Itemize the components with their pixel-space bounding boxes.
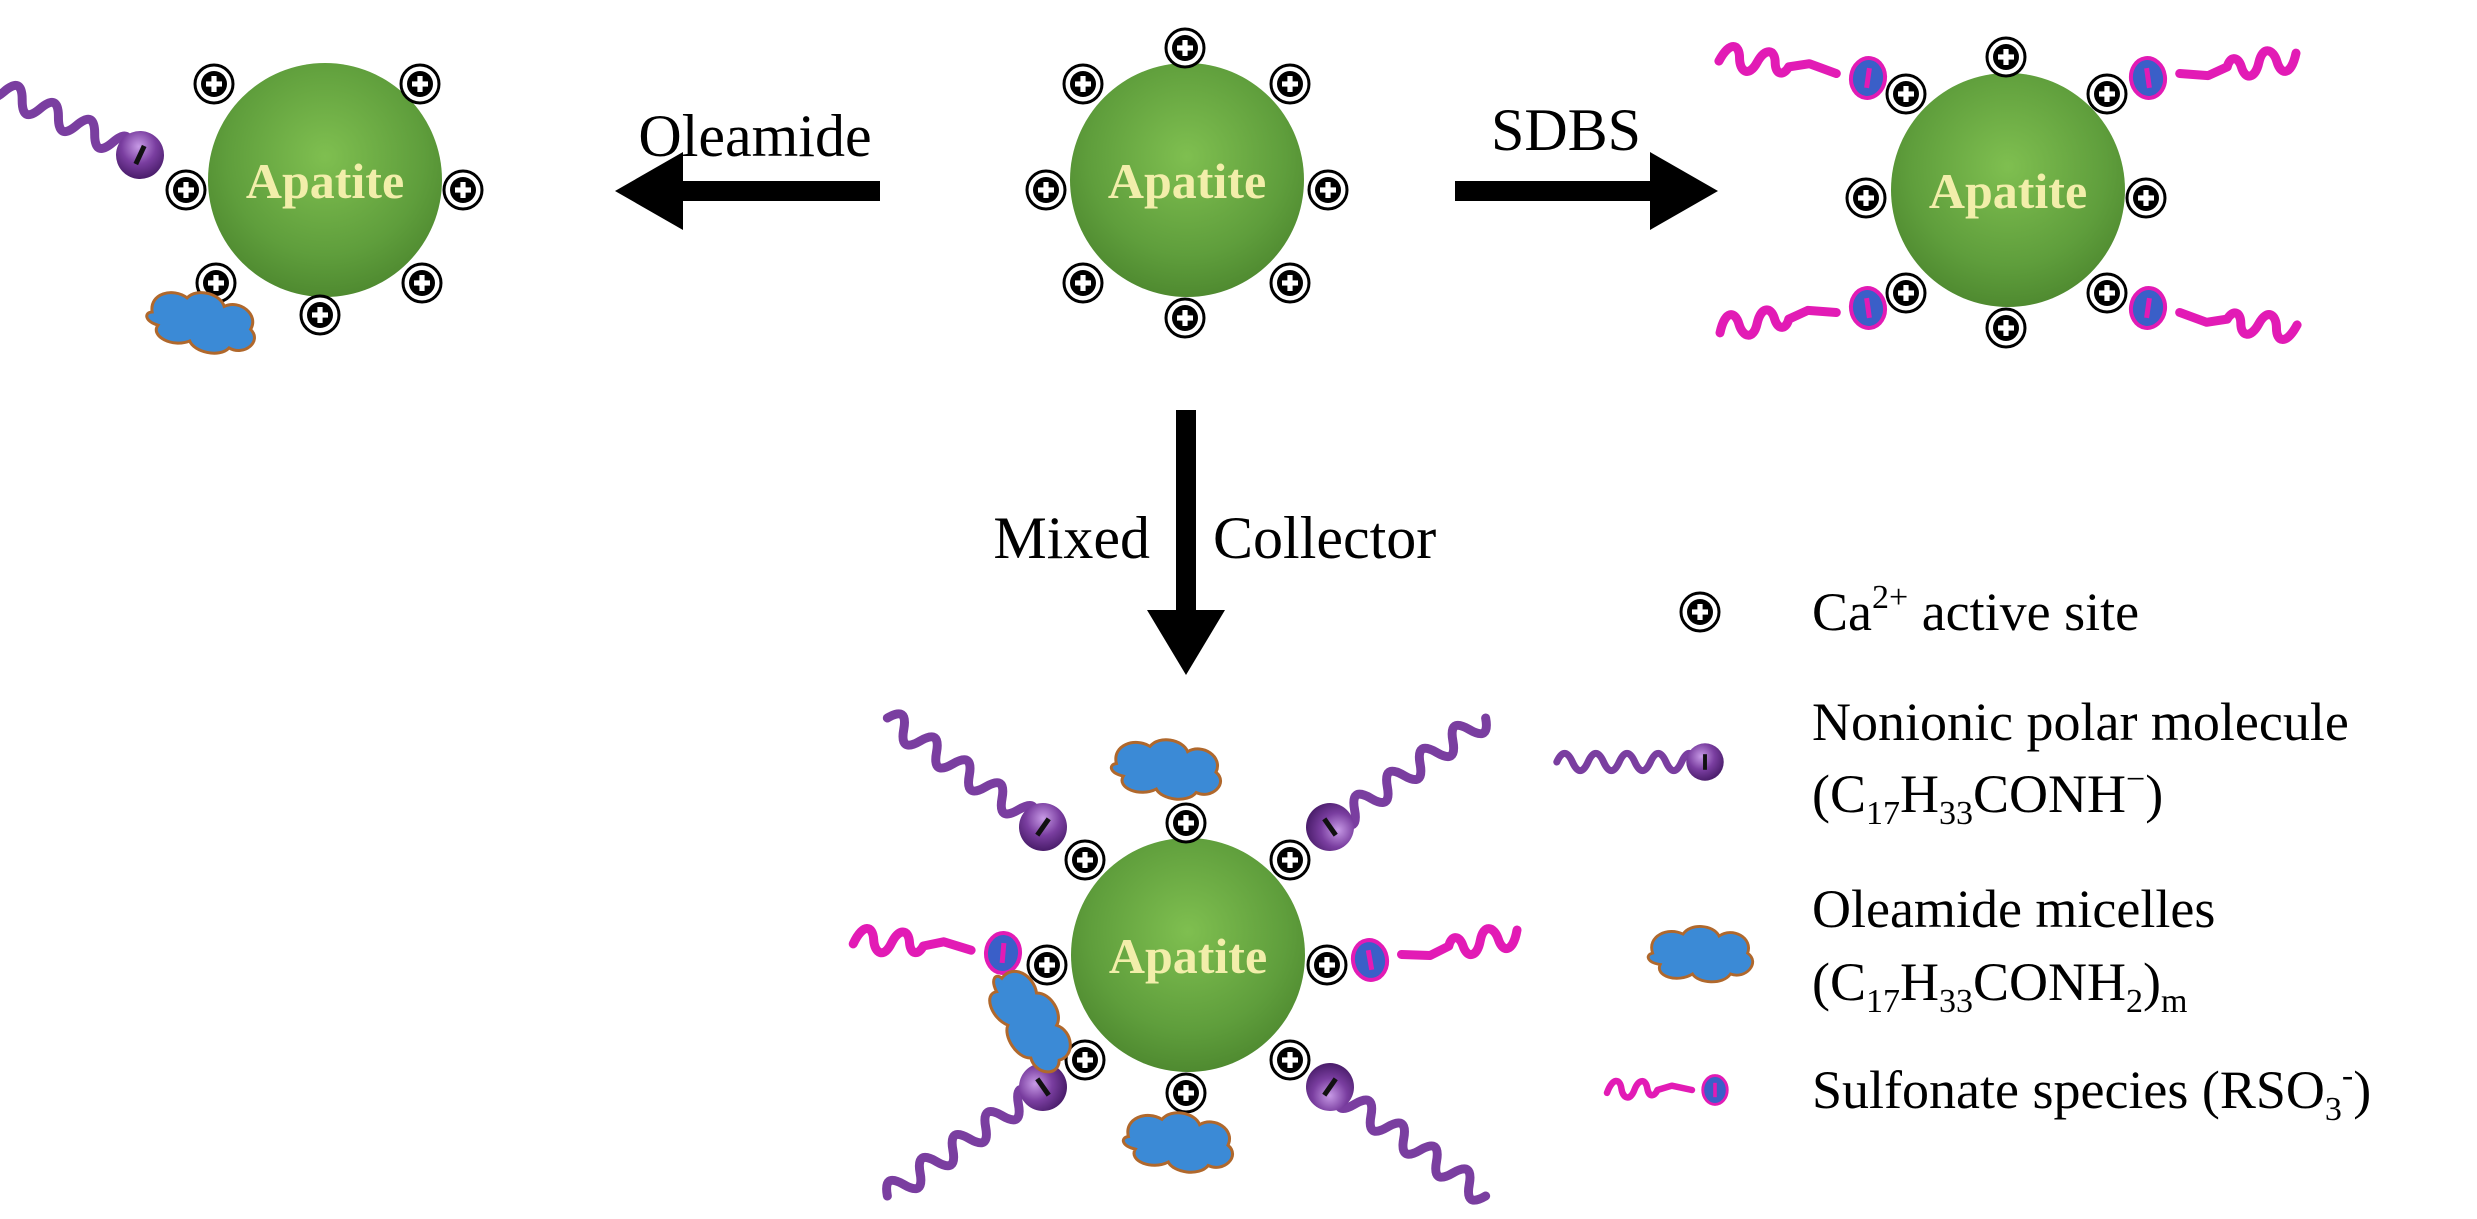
sulfonate-molecule-icon	[1607, 1076, 1727, 1105]
sulfonate-molecule	[1717, 37, 1888, 100]
ca-site-icon	[1269, 1039, 1311, 1081]
oleamide-particle: Apatite	[0, 53, 484, 362]
ca-site-icon	[1165, 1072, 1207, 1114]
sulfonate-molecule	[1717, 286, 1888, 349]
legend-nonionic: Nonionic polar molecule (C17H33CONH−)	[1557, 692, 2349, 832]
legend-ca-label: Ca2+ active site	[1812, 579, 2139, 642]
ca-site-icon	[1025, 169, 1067, 211]
legend-ca-site: Ca2+ active site	[1679, 579, 2139, 642]
apatite-label: Apatite	[1929, 163, 2087, 219]
ca-site-icon	[1062, 262, 1104, 304]
oleamide-molecule	[1297, 698, 1500, 860]
ca-site-icon	[1164, 27, 1206, 69]
sulfonate-molecule	[2128, 37, 2299, 100]
sulfonate-molecule	[852, 920, 1022, 974]
oleamide-molecule	[874, 1054, 1077, 1216]
oleamide-arrow-label: Oleamide	[638, 103, 871, 169]
legend-sulfonate-label: Sulfonate species (RSO3-)	[1812, 1057, 2371, 1128]
ca-site-icon	[1269, 63, 1311, 105]
ca-site-icon	[165, 169, 207, 211]
ca-site-icon	[1165, 802, 1207, 844]
collector-label: Collector	[1213, 505, 1436, 571]
legend-micelle-line1: Oleamide micelles	[1812, 879, 2215, 939]
ca-site-icon	[1985, 307, 2027, 349]
ca-site-icon	[1026, 944, 1068, 986]
sdbs-particle: Apatite	[1717, 37, 2300, 348]
oleamide-molecule-icon	[1557, 743, 1724, 780]
arrow-down	[1147, 410, 1225, 675]
ca-site-icon	[399, 63, 441, 105]
ca-site-icon	[2086, 73, 2128, 115]
ca-site-icon	[1064, 839, 1106, 881]
legend-nonionic-line2: (C17H33CONH−)	[1812, 761, 2163, 832]
sulfonate-molecule	[1350, 914, 1521, 982]
apatite-label: Apatite	[246, 153, 404, 209]
sdbs-arrow-label: SDBS	[1491, 97, 1641, 163]
arrow-right	[1455, 152, 1718, 230]
ca-site-icon	[1307, 169, 1349, 211]
ca-site-icon	[193, 63, 235, 105]
oleamide-molecule	[0, 53, 172, 187]
ca-site-icon	[1062, 63, 1104, 105]
legend-micelle-line2: (C17H33CONH2)m	[1812, 952, 2187, 1020]
ca-site-icon	[1845, 177, 1887, 219]
apatite-sphere	[1071, 838, 1305, 1072]
ca-site-icon	[1306, 944, 1348, 986]
legend-sulfonate: Sulfonate species (RSO3-)	[1607, 1057, 2371, 1128]
legend-micelle: Oleamide micelles (C17H33CONH2)m	[1646, 879, 2215, 1020]
legend: Ca2+ active site Nonionic polar molecule…	[1557, 579, 2371, 1128]
mixed-collector-particle: Apatite	[852, 698, 1521, 1215]
ca-site-icon	[401, 262, 443, 304]
oleamide-micelle-icon	[1107, 733, 1226, 805]
legend-nonionic-line1: Nonionic polar molecule	[1812, 692, 2349, 752]
mixed-label: Mixed	[993, 505, 1150, 571]
oleamide-micelle-icon	[140, 282, 263, 362]
apatite-sphere	[208, 63, 442, 297]
apatite-particle: Apatite	[1025, 27, 1349, 339]
ca-site-icon	[1885, 272, 1927, 314]
oleamide-micelle-icon	[1646, 925, 1755, 984]
apatite-sphere	[1891, 73, 2125, 307]
ca-site-icon	[2086, 272, 2128, 314]
oleamide-molecule	[1297, 1054, 1500, 1216]
ca-site-icon	[2125, 177, 2167, 219]
ca-site-icon	[1269, 262, 1311, 304]
oleamide-micelle-icon	[1119, 1106, 1238, 1178]
ca-site-icon	[1985, 36, 2027, 78]
apatite-sphere	[1070, 63, 1304, 297]
sulfonate-molecule	[2128, 286, 2299, 349]
ca-site-icon	[1885, 73, 1927, 115]
ca-site-icon	[442, 169, 484, 211]
ca-site-icon	[1164, 297, 1206, 339]
ca-site-icon	[1269, 839, 1311, 881]
arrow-left	[615, 152, 880, 230]
ca-site-icon	[1679, 591, 1721, 633]
oleamide-molecule	[874, 698, 1077, 860]
apatite-label: Apatite	[1108, 153, 1266, 209]
apatite-label: Apatite	[1109, 928, 1267, 984]
ca-site-icon	[299, 294, 341, 336]
